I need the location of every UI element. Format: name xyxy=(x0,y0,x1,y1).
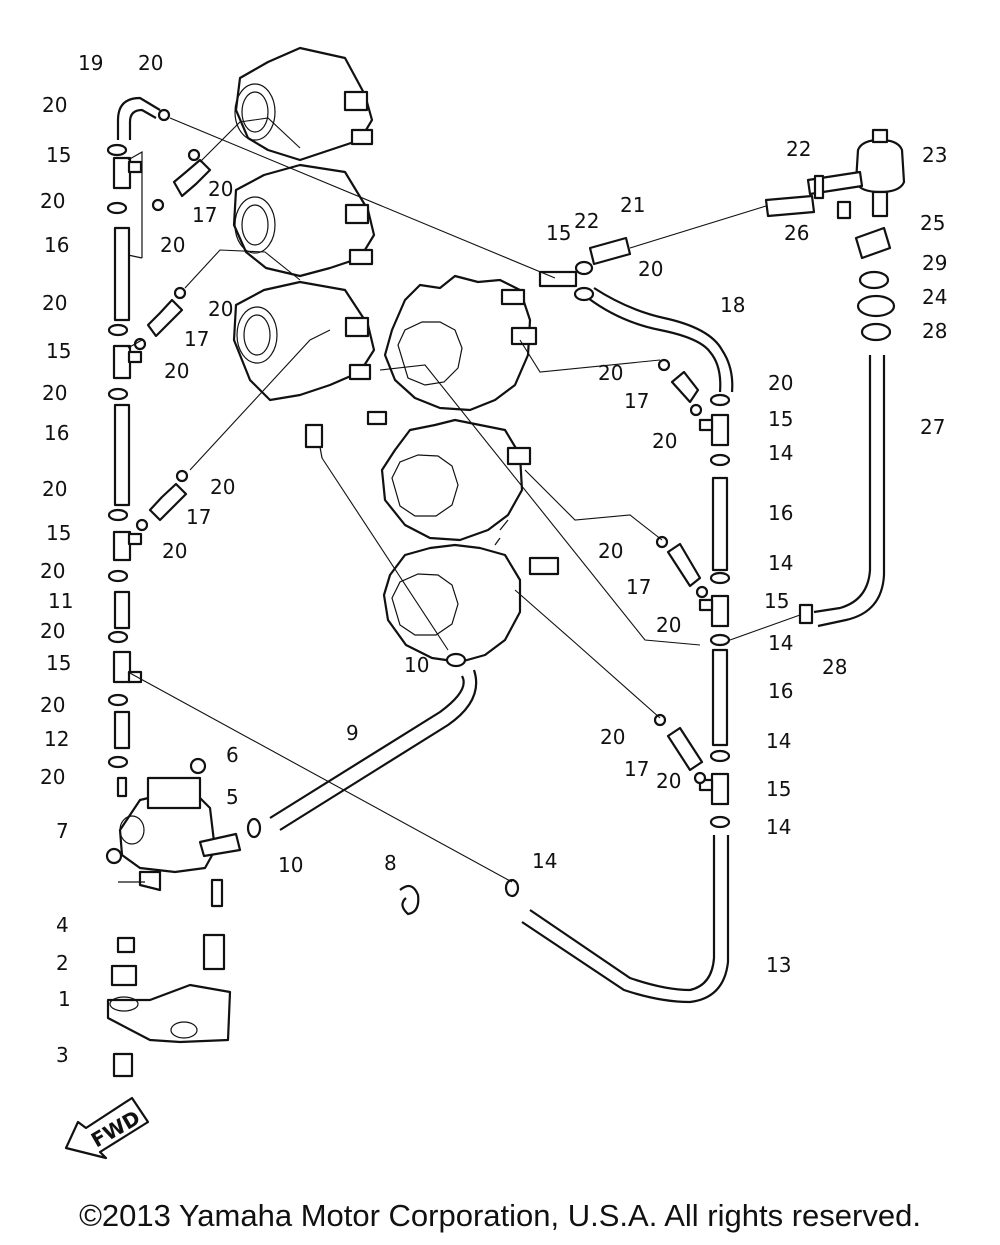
callout-8: 8 xyxy=(384,851,397,875)
carburetor-bank-upper xyxy=(232,46,376,459)
callout-2: 2 xyxy=(56,951,69,975)
callout-3: 3 xyxy=(56,1043,69,1067)
callout-16: 16 xyxy=(768,501,793,525)
callout-23: 23 xyxy=(922,143,947,167)
callout-10: 10 xyxy=(278,853,303,877)
callout-15: 15 xyxy=(46,521,71,545)
mount-bracket xyxy=(106,884,420,1078)
callout-1: 1 xyxy=(58,987,71,1011)
callout-20: 20 xyxy=(40,189,65,213)
callout-14: 14 xyxy=(766,729,791,753)
fwd-arrow: FWD xyxy=(64,1096,150,1160)
callout-20: 20 xyxy=(42,477,67,501)
callout-17: 17 xyxy=(626,575,651,599)
callout-16: 16 xyxy=(44,421,69,445)
callout-6: 6 xyxy=(226,743,239,767)
callout-5: 5 xyxy=(226,785,239,809)
callout-20: 20 xyxy=(40,693,65,717)
callout-15: 15 xyxy=(546,221,571,245)
callout-15: 15 xyxy=(46,339,71,363)
callout-20: 20 xyxy=(208,177,233,201)
callout-20: 20 xyxy=(138,51,163,75)
callout-20: 20 xyxy=(768,371,793,395)
callout-17: 17 xyxy=(624,389,649,413)
callout-21: 21 xyxy=(620,193,645,217)
callout-18: 18 xyxy=(720,293,745,317)
short-hoses-left xyxy=(127,148,212,532)
callout-20: 20 xyxy=(160,233,185,257)
callout-15: 15 xyxy=(46,651,71,675)
callout-14: 14 xyxy=(768,631,793,655)
callout-20: 20 xyxy=(162,539,187,563)
callout-11: 11 xyxy=(48,589,73,613)
callout-9: 9 xyxy=(346,721,359,745)
callout-20: 20 xyxy=(638,257,663,281)
callout-15: 15 xyxy=(768,407,793,431)
callout-14: 14 xyxy=(768,441,793,465)
routing-lines xyxy=(127,117,801,883)
callout-20: 20 xyxy=(652,429,677,453)
callout-20: 20 xyxy=(42,291,67,315)
callout-20: 20 xyxy=(598,539,623,563)
callout-20: 20 xyxy=(164,359,189,383)
callout-16: 16 xyxy=(44,233,69,257)
callout-16: 16 xyxy=(768,679,793,703)
carburetor-bank-lower xyxy=(366,274,560,664)
callout-20: 20 xyxy=(42,93,67,117)
callout-15: 15 xyxy=(766,777,791,801)
callout-10: 10 xyxy=(404,653,429,677)
callout-27: 27 xyxy=(920,415,945,439)
callout-7: 7 xyxy=(56,819,69,843)
hose-9 xyxy=(246,652,478,839)
callout-28: 28 xyxy=(822,655,847,679)
callout-29: 29 xyxy=(922,251,947,275)
callout-20: 20 xyxy=(40,765,65,789)
callout-20: 20 xyxy=(42,381,67,405)
parts-diagram: FWD 19 20 20 15 20 20 17 20 16 20 20 17 … xyxy=(40,46,947,1160)
callout-20: 20 xyxy=(598,361,623,385)
right-fuel-line xyxy=(504,287,734,1004)
callout-20: 20 xyxy=(210,475,235,499)
callout-4: 4 xyxy=(56,913,69,937)
callout-17: 17 xyxy=(184,327,209,351)
pressure-regulator xyxy=(538,128,906,628)
callout-22: 22 xyxy=(786,137,811,161)
callout-28: 28 xyxy=(922,319,947,343)
fuel-pump xyxy=(105,757,242,971)
callout-22: 22 xyxy=(574,209,599,233)
callout-25: 25 xyxy=(920,211,945,235)
callout-26: 26 xyxy=(784,221,809,245)
callout-17: 17 xyxy=(192,203,217,227)
callout-13: 13 xyxy=(766,953,791,977)
callout-14: 14 xyxy=(768,551,793,575)
callout-17: 17 xyxy=(186,505,211,529)
callout-14: 14 xyxy=(532,849,557,873)
callout-17: 17 xyxy=(624,757,649,781)
callout-24: 24 xyxy=(922,285,947,309)
left-fuel-line xyxy=(106,96,171,798)
callout-20: 20 xyxy=(600,725,625,749)
callout-15: 15 xyxy=(764,589,789,613)
callout-12: 12 xyxy=(44,727,69,751)
callout-19: 19 xyxy=(78,51,103,75)
callout-20: 20 xyxy=(40,619,65,643)
callout-15: 15 xyxy=(46,143,71,167)
copyright-notice: ©2013 Yamaha Motor Corporation, U.S.A. A… xyxy=(79,1198,921,1233)
callout-20: 20 xyxy=(656,769,681,793)
callout-14: 14 xyxy=(766,815,791,839)
callout-20: 20 xyxy=(40,559,65,583)
callout-labels: 19 20 20 15 20 20 17 20 16 20 20 17 15 2… xyxy=(40,51,947,1067)
callout-20: 20 xyxy=(208,297,233,321)
callout-20: 20 xyxy=(656,613,681,637)
